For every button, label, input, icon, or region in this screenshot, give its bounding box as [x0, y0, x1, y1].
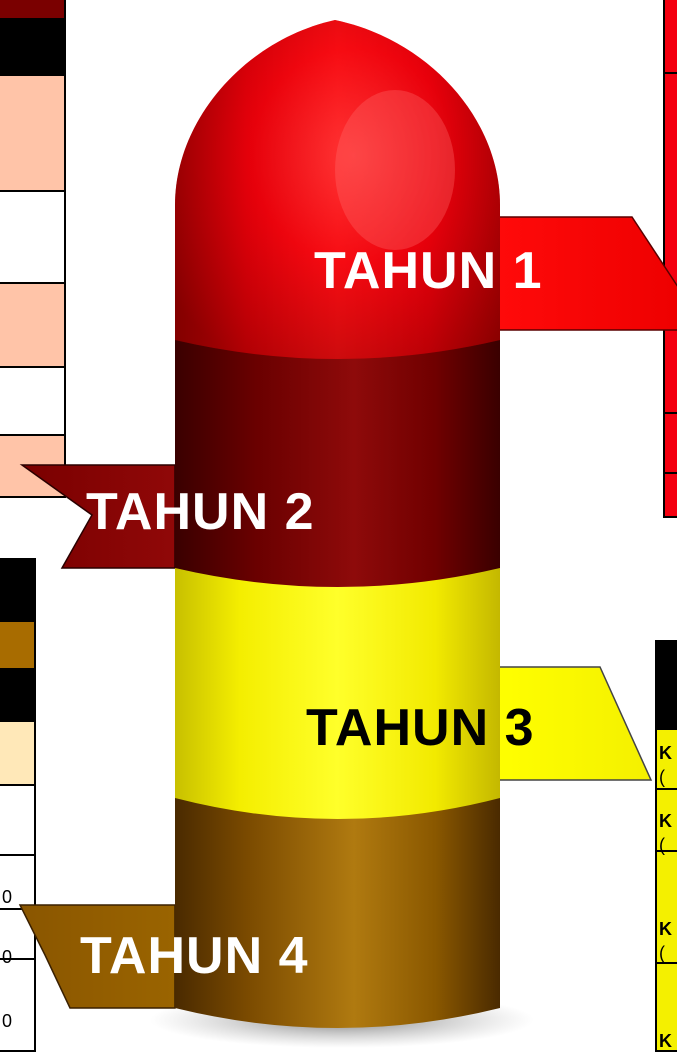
tahun-4-banner — [18, 904, 176, 1009]
tahun-3-label: TAHUN 3 — [306, 699, 535, 757]
table-cell — [0, 720, 36, 786]
table-cell-text: 0 — [2, 1011, 13, 1031]
table-cell-text: ( — [659, 767, 665, 787]
table-bottom-right: K ( K ( K ( K — [655, 640, 677, 1052]
table-cell-text: K — [659, 743, 672, 763]
capsule-highlight — [335, 90, 455, 250]
tahun-4-label: TAHUN 4 — [80, 927, 309, 985]
table-cell-text: 0 — [2, 947, 13, 967]
table-header-black — [655, 640, 677, 730]
tahun-1-label: TAHUN 1 — [314, 242, 543, 300]
table-cell — [663, 0, 677, 518]
table-cell-text: K — [659, 1031, 672, 1051]
table-cell — [0, 366, 66, 436]
table-cell-text: 0 — [2, 887, 13, 907]
table-cell — [0, 784, 36, 856]
tahun-2-banner — [19, 464, 176, 569]
table-row-line — [663, 72, 677, 74]
table-top-left — [0, 0, 66, 500]
table-cell — [655, 962, 677, 1052]
tahun-3-tier — [175, 547, 500, 819]
table-bottom-left: 0 0 0 — [0, 558, 40, 1052]
table-header-dark-red — [0, 0, 66, 18]
table-header-black — [0, 18, 66, 74]
table-header-black — [0, 668, 36, 722]
tahun-1-tier-shade — [175, 20, 500, 359]
table-cell-text: ( — [659, 943, 665, 963]
tahun-2-label: TAHUN 2 — [86, 483, 315, 541]
table-row-line — [663, 412, 677, 414]
table-cell-text: K — [659, 919, 672, 939]
table-row-line — [663, 472, 677, 474]
table-cell-text: K — [659, 811, 672, 831]
table-header-black — [0, 558, 36, 622]
table-top-right — [663, 0, 677, 520]
table-cell — [0, 958, 36, 1052]
table-cell — [0, 74, 66, 192]
tahun-4-tier — [175, 769, 500, 1028]
table-header-brown — [0, 622, 36, 668]
tahun-2-tier — [175, 317, 500, 587]
table-cell — [0, 282, 66, 368]
table-cell-text: ( — [659, 835, 665, 855]
